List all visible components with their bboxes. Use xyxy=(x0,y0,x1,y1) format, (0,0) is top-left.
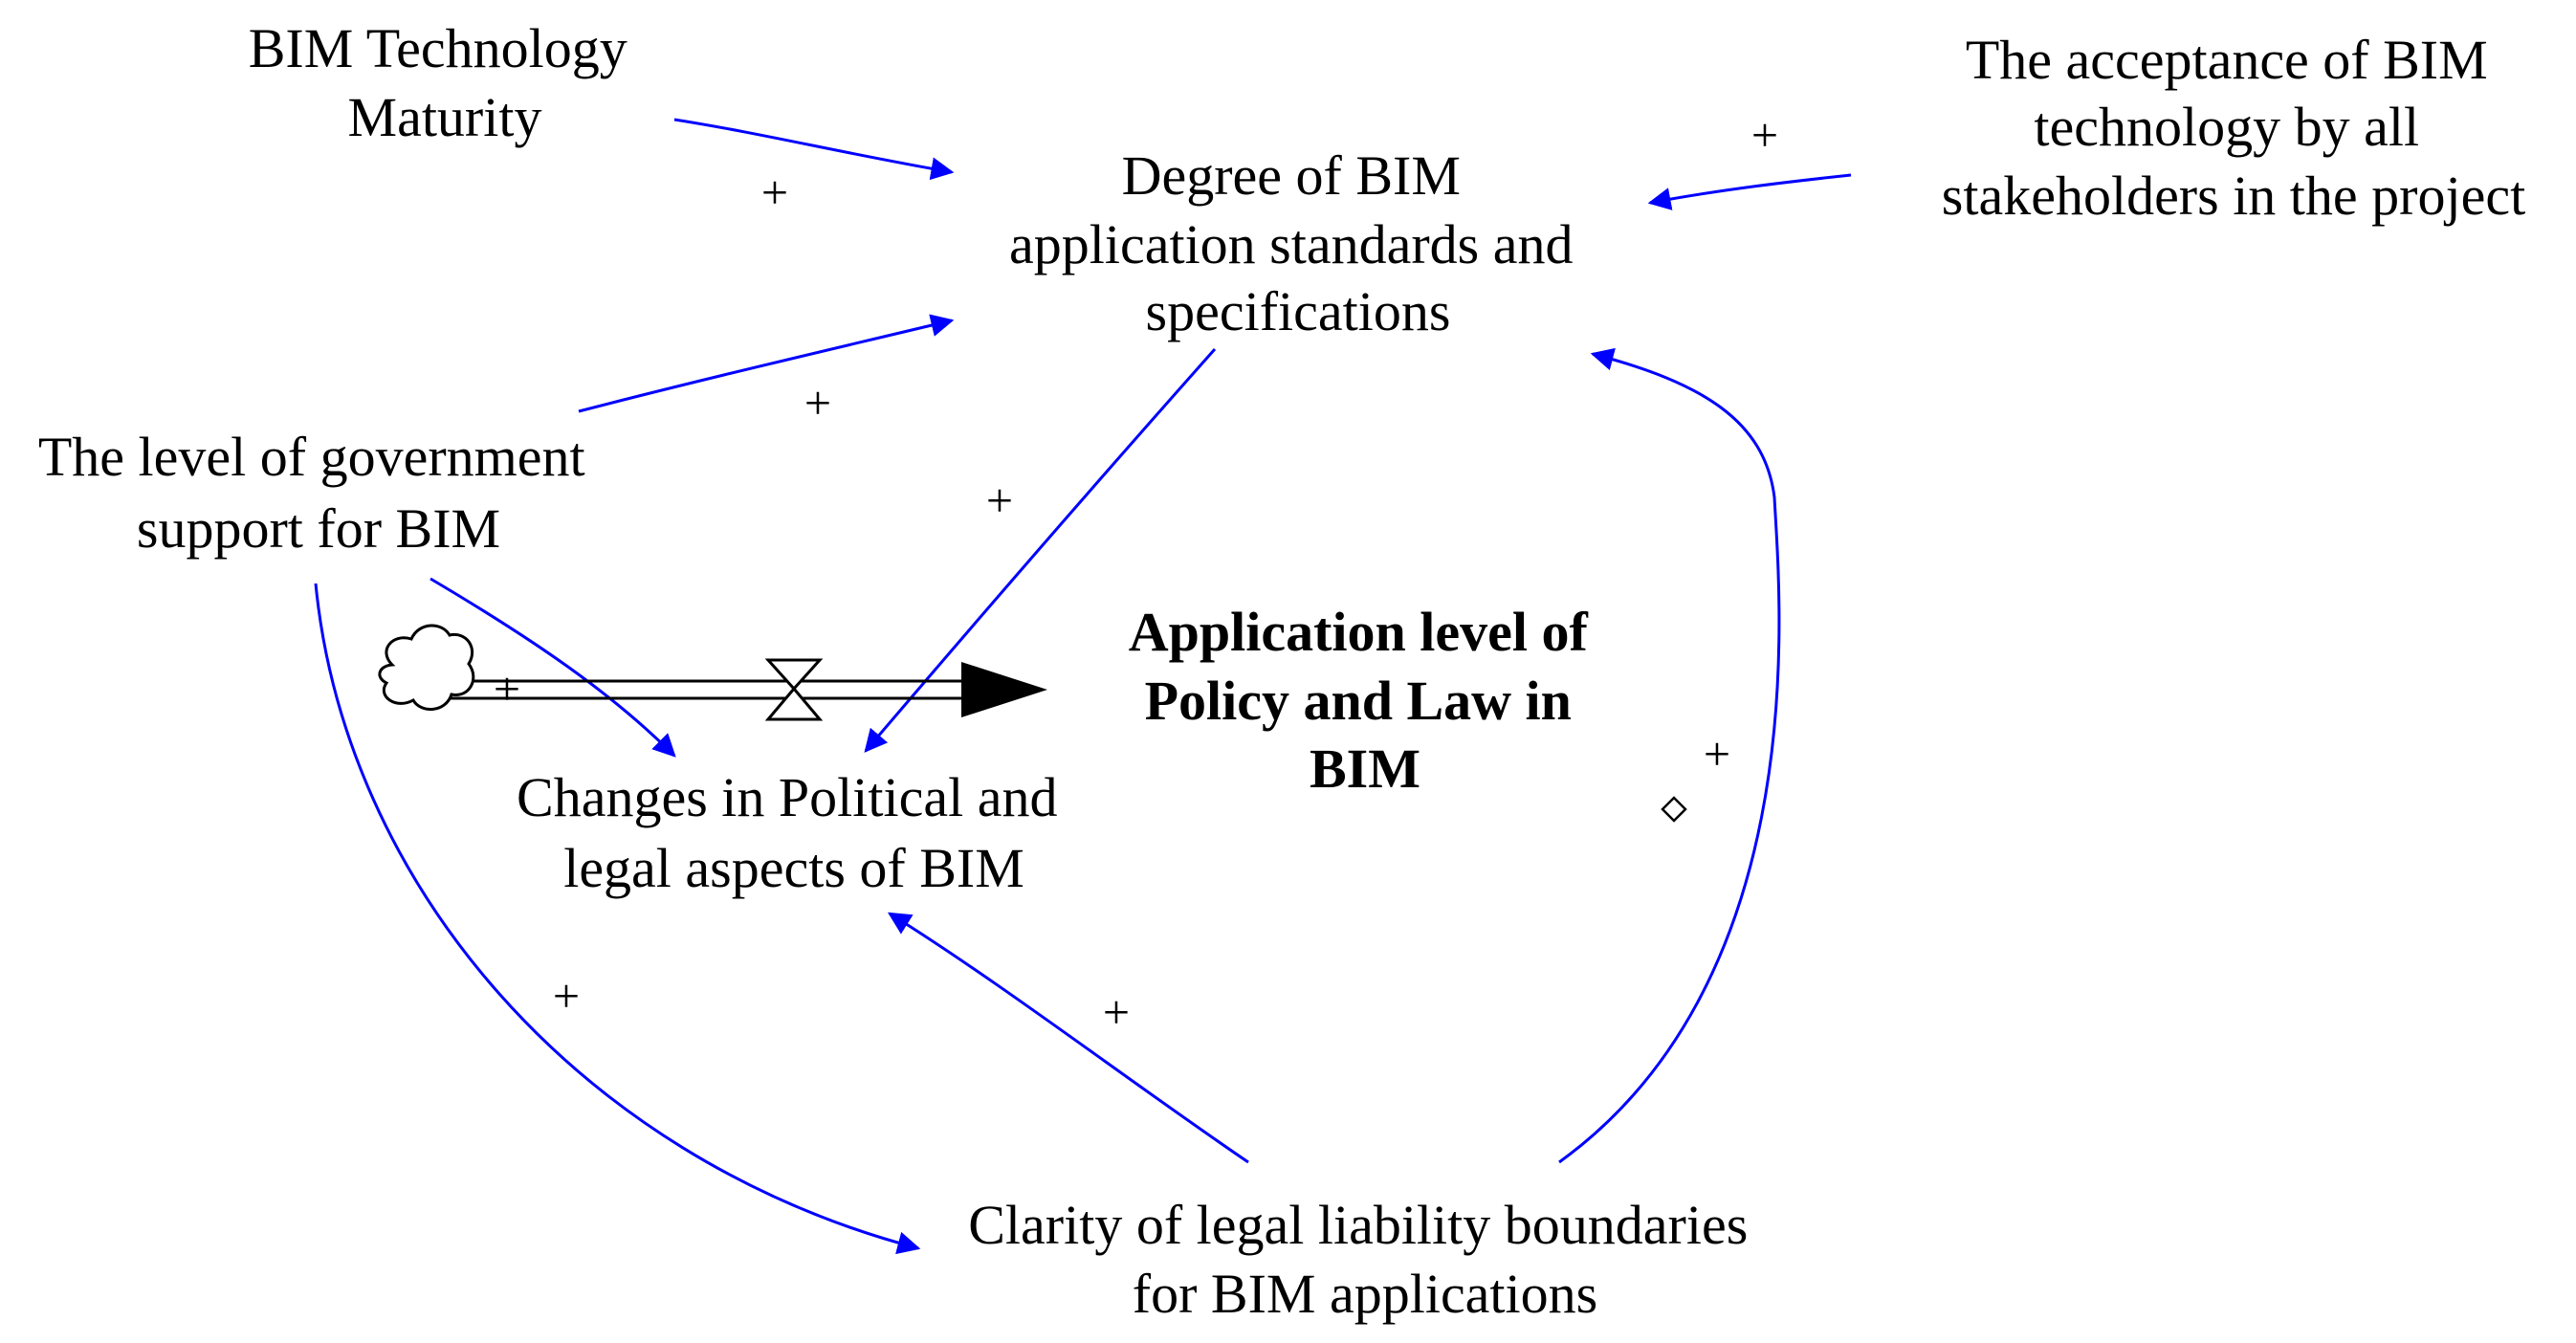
polarity-support-clarity: + xyxy=(553,969,580,1023)
cloud-source-icon xyxy=(378,624,475,711)
polarity-flow: + xyxy=(494,662,520,716)
polarity-support-standards: + xyxy=(804,376,831,429)
polarity-standards-changes: + xyxy=(986,473,1013,527)
node-bim-technology-maturity: BIM Technology Maturity xyxy=(249,17,642,148)
link-support-to-changes xyxy=(429,577,676,758)
polarity-clarity-changes: + xyxy=(1103,985,1130,1039)
link-support-to-clarity xyxy=(314,583,921,1255)
node-degree-of-bim-standards: Degree of BIM application standards and … xyxy=(1009,144,1587,342)
node-acceptance-by-stakeholders: The acceptance of BIM technology by all … xyxy=(1942,29,2525,227)
link-support-to-standards xyxy=(578,314,955,413)
link-acceptance-to-standards xyxy=(1647,173,1852,210)
flow-arrowhead xyxy=(961,662,1047,717)
polarity-maturity-standards: + xyxy=(761,165,788,219)
flow-valve-icon xyxy=(764,658,824,721)
polarity-acceptance-standards: + xyxy=(1751,108,1778,162)
node-clarity-legal-liability: Clarity of legal liability boundaries fo… xyxy=(968,1194,1762,1325)
link-maturity-to-standards xyxy=(673,118,955,181)
flow-pipe xyxy=(450,679,966,700)
link-clarity-to-standards xyxy=(1558,347,1781,1164)
node-changes-political-legal: Changes in Political and legal aspects o… xyxy=(517,766,1071,899)
node-application-level-policy-law: Application level of Policy and Law in B… xyxy=(1129,601,1602,800)
loop-marker-icon xyxy=(1661,796,1687,823)
polarity-clarity-standards: + xyxy=(1704,727,1730,781)
node-government-support: The level of government support for BIM xyxy=(38,426,599,560)
link-standards-to-changes xyxy=(864,348,1217,753)
link-clarity-to-changes xyxy=(887,912,1249,1164)
